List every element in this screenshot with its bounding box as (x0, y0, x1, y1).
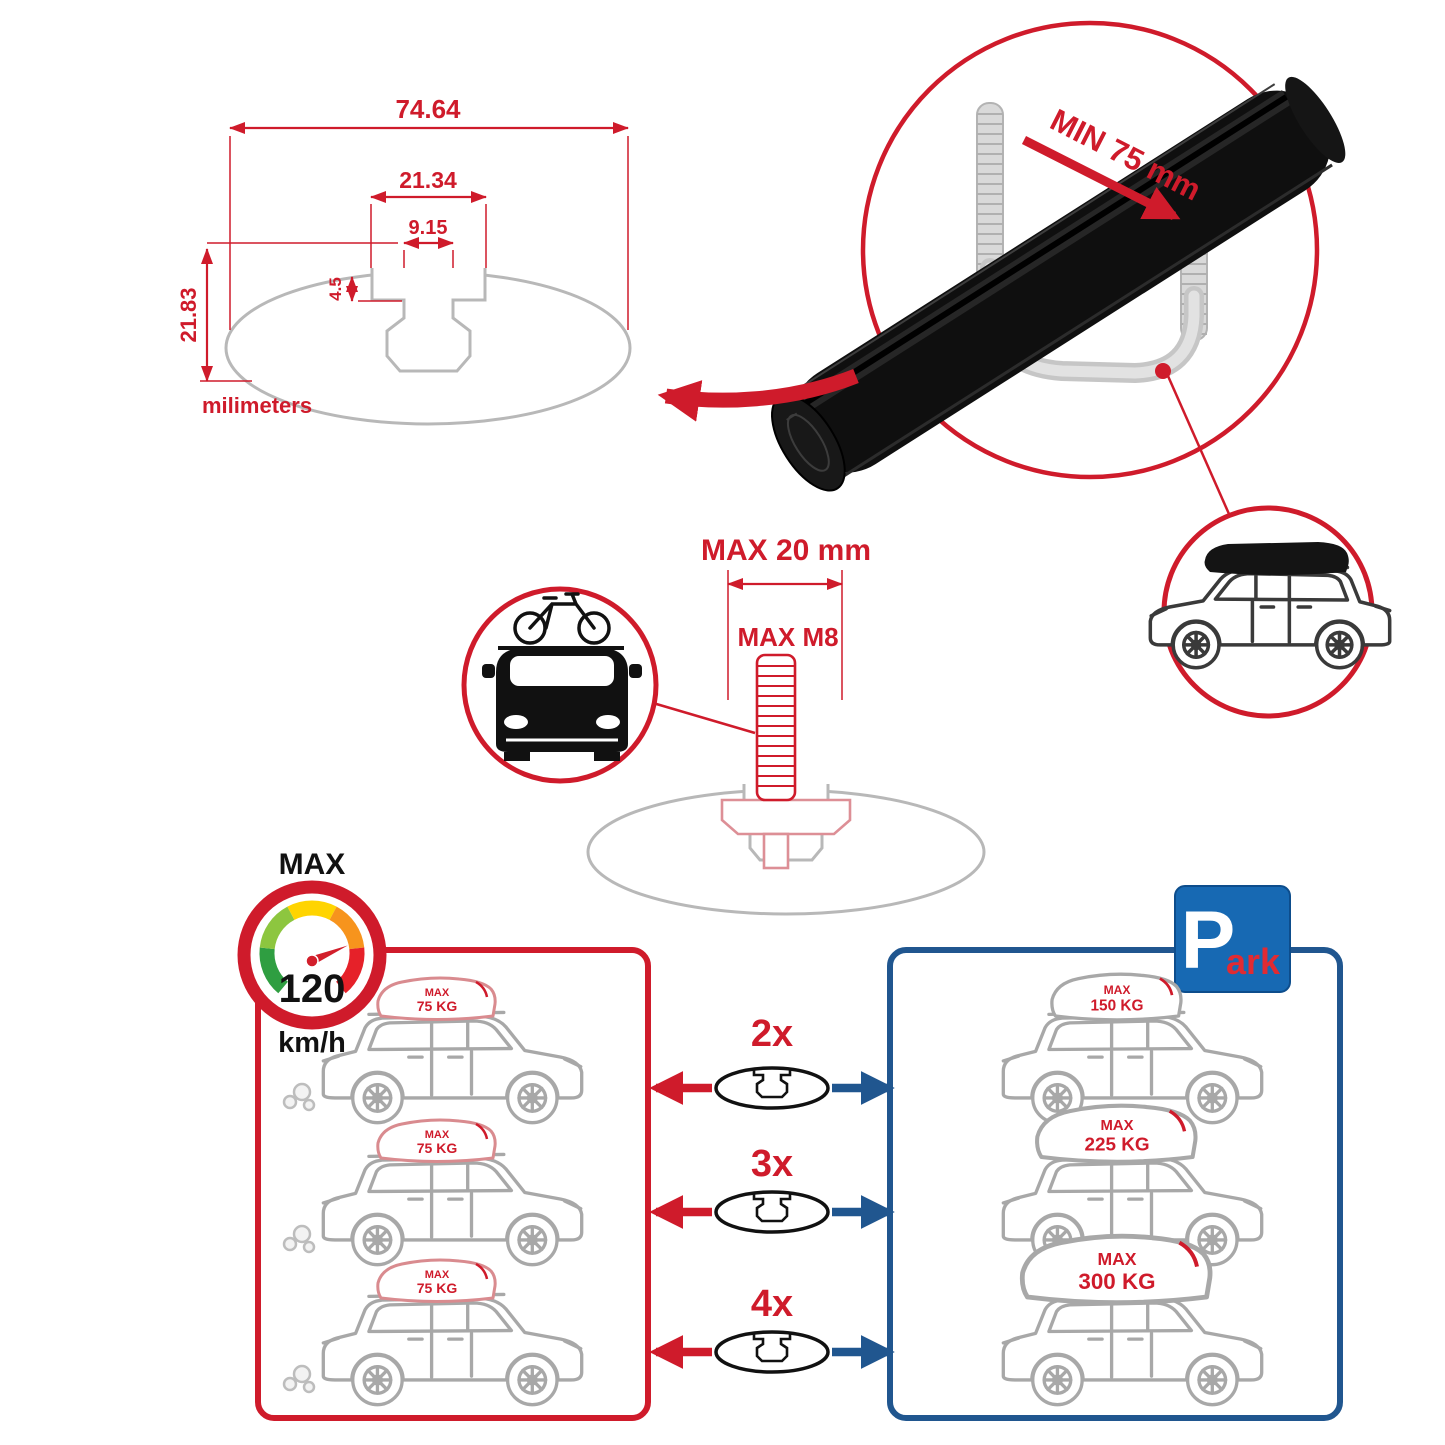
strap-detail-dot (1155, 363, 1171, 379)
park-sign-letter: P (1181, 895, 1236, 986)
crossbar-cross-section-icon (714, 1330, 830, 1374)
cargo-box-weight: 300 KG (1078, 1269, 1155, 1294)
park-sign: P ark (1174, 885, 1291, 993)
park-sign-suffix: ark (1226, 941, 1281, 982)
cargo-box-label: MAX (1101, 1118, 1134, 1134)
multiplier-label: 2x (751, 1013, 793, 1055)
cargo-box: MAX 150 KG (1050, 972, 1183, 1022)
comparison-row: 3x (649, 1143, 895, 1234)
bolt-max-thread-label: MAX M8 (737, 622, 838, 652)
dim-height: 21.83 (176, 248, 252, 382)
crossbar-cross-section-icon (714, 1066, 830, 1110)
bolt-illustration (720, 653, 852, 870)
cargo-box-weight: 225 KG (1084, 1134, 1149, 1155)
comparison-row: 2x (649, 1013, 895, 1110)
dim-total-width-label: 74.64 (395, 94, 461, 124)
car-side-icon (321, 1152, 584, 1267)
bike-car-badge (461, 586, 756, 784)
cargo-box-weight: 75 KG (417, 998, 458, 1014)
cargo-box-weight: 75 KG (417, 1140, 458, 1156)
cargo-box: MAX 75 KG (376, 1258, 497, 1303)
t-slot-nut (720, 798, 852, 836)
car-front-icon (482, 646, 642, 761)
cargo-box-label: MAX (425, 987, 450, 999)
crossbar-3d-view: MIN 75 mm (771, 20, 1346, 515)
cargo-box: MAX 75 KG (376, 976, 497, 1021)
gauge-max-label: MAX (279, 848, 346, 881)
dim-slot-width: 9.15 (207, 217, 454, 268)
driving-cars: MAX 75 KG MAX 75 KG MAX 75 KG (282, 976, 584, 1407)
cargo-box-label: MAX (425, 1269, 450, 1281)
crossbar-cross-section-icon (714, 1190, 830, 1234)
dim-channel-width: 21.34 (370, 167, 487, 268)
cargo-box: MAX 225 KG (1035, 1103, 1198, 1164)
gauge-value: 120 (279, 967, 346, 1011)
dim-slot-depth-label: 4.5 (326, 277, 345, 301)
comparison-row: 4x (649, 1283, 895, 1374)
bolt-width-dimension: MAX 20 mm (701, 534, 871, 700)
cargo-box-label: MAX (1104, 983, 1131, 997)
roofbox-car-badge (1148, 505, 1392, 719)
gauge-unit: km/h (278, 1027, 346, 1059)
cargo-box: MAX 75 KG (376, 1118, 497, 1163)
roof-box-icon (1204, 542, 1349, 575)
gauge-color-arc (259, 900, 365, 994)
parking-panel (887, 947, 1343, 1421)
cargo-box-label: MAX (1097, 1249, 1136, 1269)
dim-height-label: 21.83 (176, 287, 201, 342)
multiplier-label: 3x (751, 1143, 793, 1185)
cargo-box-weight: 75 KG (417, 1280, 458, 1296)
t-slot-channel-profile (370, 268, 487, 373)
car-side-icon (1001, 1292, 1264, 1407)
car-side-icon (321, 1292, 584, 1407)
dim-slot-depth: 4.5 (326, 276, 402, 302)
dim-slot-width-label: 9.15 (409, 217, 448, 239)
dim-channel-width-label: 21.34 (399, 167, 457, 193)
bicycle-icon (513, 592, 611, 645)
bar-to-drawing-arrow (657, 369, 859, 422)
smoke-puffs-icon (282, 1082, 316, 1394)
crossbar-body (771, 76, 1346, 492)
comparison-column: 2x 3x 4x (649, 1013, 895, 1374)
cargo-box: MAX 300 KG (1019, 1233, 1213, 1305)
unit-label: milimeters (202, 393, 312, 418)
dim-total-width: 74.64 (229, 94, 629, 330)
speed-limit-gauge: MAX 120 km/h (237, 848, 387, 1059)
multiplier-label: 4x (751, 1283, 793, 1325)
parking-cars: MAX 150 KG MAX 225 KG MAX 300 KG (1001, 972, 1264, 1407)
badge-to-bolt-connector (652, 701, 756, 735)
bolt-shaft (755, 653, 797, 802)
bolt-diagram: MAX 20 mm MAX M8 (461, 534, 986, 916)
cargo-box-label: MAX (425, 1129, 450, 1141)
bolt-max-length-label: MAX 20 mm (701, 534, 871, 567)
driving-panel (255, 947, 651, 1421)
cross-section-diagram: 74.64 21.34 9.15 4.5 21.83 mil (176, 94, 632, 426)
car-side-icon (321, 1010, 584, 1125)
detail-circle (860, 20, 1320, 480)
dot-to-car-connector (1166, 375, 1231, 515)
cargo-box-weight: 150 KG (1090, 998, 1143, 1015)
